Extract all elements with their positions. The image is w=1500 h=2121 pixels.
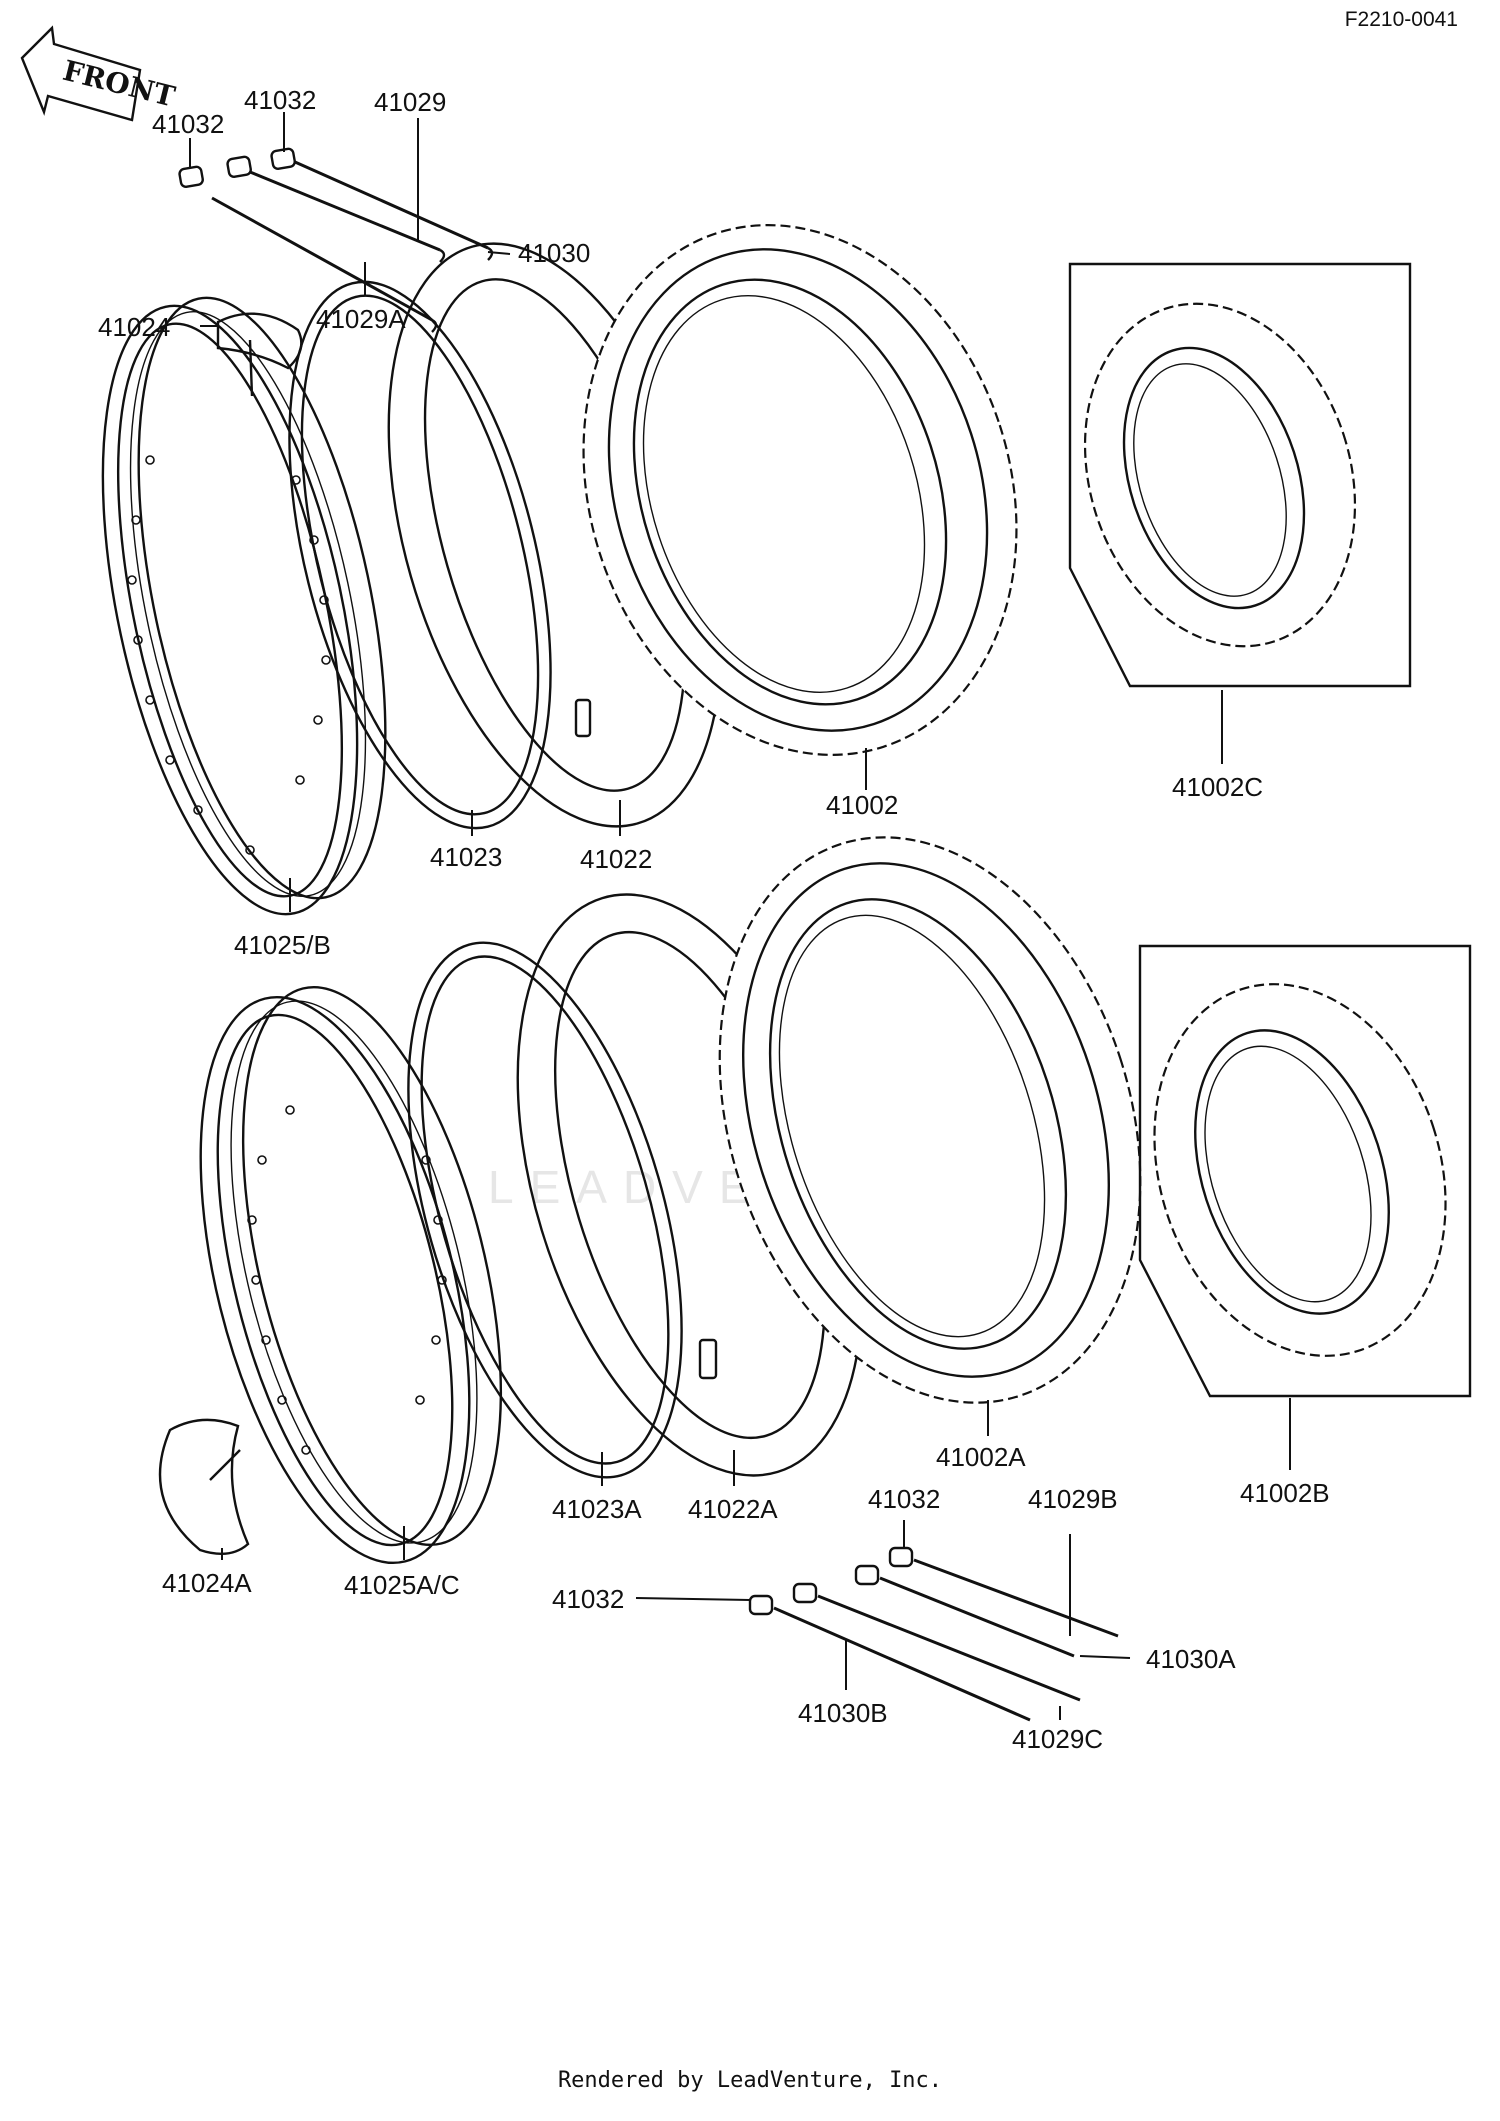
- rim-valve-protector-41024a: [158, 1418, 250, 1556]
- label-41025a-c: 41025A/C: [344, 1570, 460, 1600]
- label-41002a: 41002A: [936, 1442, 1026, 1472]
- label-41032-b: 41032: [244, 85, 316, 115]
- tire-41002: [582, 224, 1018, 756]
- label-41029: 41029: [374, 87, 446, 117]
- label-41023a: 41023A: [552, 1494, 642, 1524]
- label-41029c: 41029C: [1012, 1724, 1103, 1754]
- label-41022a: 41022A: [688, 1494, 778, 1524]
- rim-41025-b: [101, 296, 387, 916]
- label-41032-a: 41032: [152, 109, 224, 139]
- label-41029a: 41029A: [316, 304, 406, 334]
- spoke-nipple-41032-top: [178, 147, 296, 188]
- diagram-id: F2210-0041: [1344, 8, 1458, 31]
- label-41032-c: 41032: [868, 1484, 940, 1514]
- label-41022: 41022: [580, 844, 652, 874]
- label-41030a: 41030A: [1146, 1644, 1236, 1674]
- label-41024: 41024: [98, 312, 170, 342]
- alt-tire-box-41002b: [1138, 944, 1472, 1398]
- tire-41002a: [718, 836, 1142, 1404]
- label-41032-d: 41032: [552, 1584, 624, 1614]
- label-41030: 41030: [518, 238, 590, 268]
- label-41002b: 41002B: [1240, 1478, 1330, 1508]
- callout-labels: 41032 41032 41029 41030 41024 41029A 410…: [98, 85, 1330, 1754]
- spokes-bottom: [748, 1546, 1119, 1722]
- footer-credit: Rendered by LeadVenture, Inc.: [557, 2068, 943, 2093]
- label-41024a: 41024A: [162, 1568, 252, 1598]
- rim-41025a-c: [199, 985, 503, 1565]
- label-41002: 41002: [826, 790, 898, 820]
- label-41030b: 41030B: [798, 1698, 888, 1728]
- label-41002c: 41002C: [1172, 772, 1263, 802]
- leader-lines: [189, 112, 1291, 1720]
- rim-tape-41023: [288, 280, 552, 830]
- rim-tape-41023a: [407, 941, 683, 1479]
- alt-tire-box-41002c: [1068, 262, 1412, 688]
- label-41023: 41023: [430, 842, 502, 872]
- label-41025-b: 41025/B: [234, 930, 331, 960]
- label-41029b: 41029B: [1028, 1484, 1118, 1514]
- front-arrow: FRONT: [20, 25, 178, 122]
